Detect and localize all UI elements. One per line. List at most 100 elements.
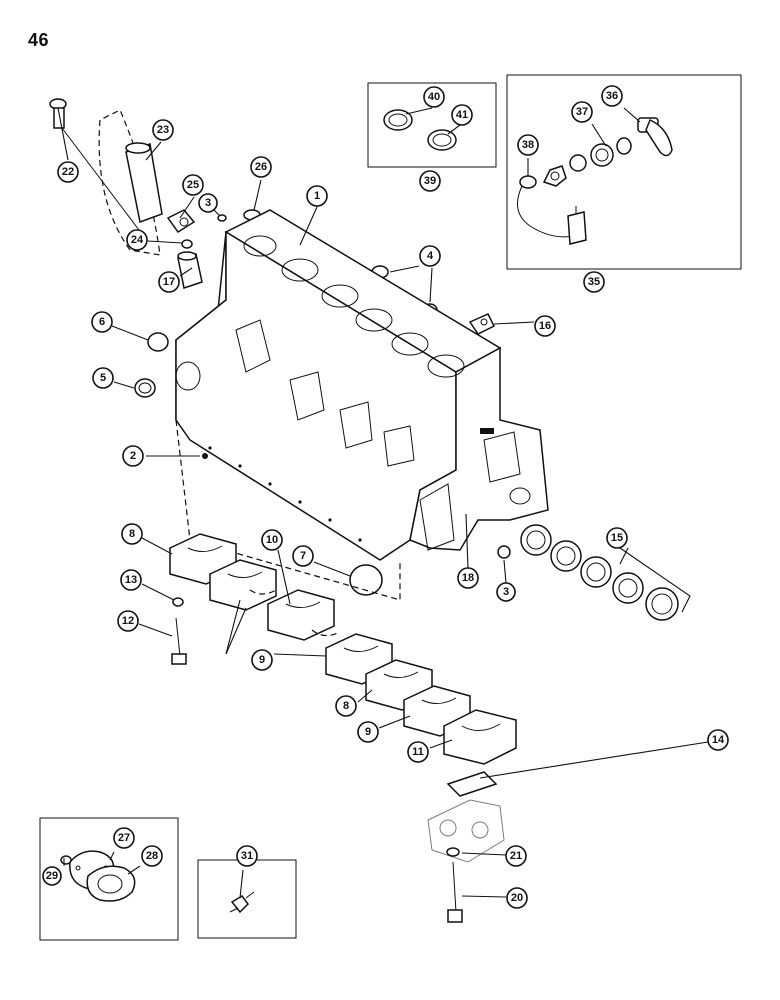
svg-text:38: 38 [522, 139, 534, 151]
callout-9-upper: 9 [251, 649, 273, 671]
callout-2: 2 [122, 445, 144, 467]
svg-text:6: 6 [99, 316, 105, 328]
tube-17 [177, 251, 203, 289]
lock-plate-14 [446, 771, 498, 797]
callout-40: 40 [423, 86, 445, 108]
plug-3-lower [497, 545, 511, 559]
bolt-20 [447, 861, 463, 923]
svg-text:23: 23 [157, 124, 169, 136]
thrust-washer-lower [311, 629, 341, 637]
plug-3-upper [217, 214, 227, 222]
callout-41: 41 [451, 104, 473, 126]
bearing-cap-10 [267, 589, 335, 641]
bearing-cap-11 [443, 709, 517, 765]
callout-38: 38 [517, 134, 539, 156]
callout-27: 27 [113, 827, 135, 849]
fitting-16 [468, 313, 496, 335]
svg-text:21: 21 [510, 850, 522, 862]
svg-text:16: 16 [539, 320, 551, 332]
dipstick-tube-23 [125, 142, 163, 224]
svg-text:8: 8 [129, 528, 135, 540]
svg-text:26: 26 [255, 161, 267, 173]
gasket-28 [86, 865, 136, 902]
callout-22: 22 [57, 161, 79, 183]
expansion-plug-5 [134, 378, 156, 398]
callout-15: 15 [606, 527, 628, 549]
callout-12: 12 [117, 610, 139, 632]
inset-box-27-29 [39, 817, 179, 941]
callout-24: 24 [126, 229, 148, 251]
svg-text:28: 28 [146, 850, 158, 862]
callout-21: 21 [505, 845, 527, 867]
svg-text:35: 35 [588, 276, 600, 288]
dowel-2 [202, 453, 208, 459]
callout-3-upper: 3 [198, 193, 218, 213]
cam-bushings-15 [520, 524, 679, 621]
callout-9-lower: 9 [357, 721, 379, 743]
svg-text:1: 1 [314, 190, 320, 202]
svg-text:12: 12 [122, 615, 134, 627]
expansion-plug-6 [147, 332, 169, 352]
callout-4: 4 [419, 245, 441, 267]
heater-cord-38 [517, 175, 587, 245]
svg-text:17: 17 [163, 276, 175, 288]
bearing-cap-9-upper [209, 559, 277, 611]
callout-36: 36 [601, 85, 623, 107]
callout-10: 10 [261, 529, 283, 551]
page-number: 46 [28, 30, 50, 50]
heater-element-36 [637, 117, 673, 157]
callout-29: 29 [42, 866, 62, 886]
callout-25: 25 [182, 174, 204, 196]
callout-17: 17 [158, 271, 180, 293]
svg-text:27: 27 [118, 832, 130, 844]
callout-39: 39 [419, 170, 441, 192]
svg-text:7: 7 [300, 550, 306, 562]
callout-26: 26 [250, 156, 272, 178]
callout-1: 1 [306, 185, 328, 207]
inset-box-39 [367, 82, 497, 168]
svg-text:41: 41 [456, 109, 468, 121]
thrust-washer-upper [249, 589, 277, 595]
svg-text:29: 29 [46, 870, 58, 882]
cylinder-block-1 [175, 209, 549, 561]
svg-text:9: 9 [259, 654, 265, 666]
callout-18: 18 [457, 567, 479, 589]
svg-text:18: 18 [462, 572, 474, 584]
callout-3-lower: 3 [496, 582, 516, 602]
callout-14: 14 [707, 729, 729, 751]
svg-text:5: 5 [100, 372, 106, 384]
callout-11: 11 [407, 741, 429, 763]
callout-6: 6 [91, 311, 113, 333]
leader-lines [57, 107, 709, 899]
svg-text:40: 40 [428, 91, 440, 103]
washer-21 [446, 847, 460, 857]
inset-box-35 [506, 74, 742, 270]
svg-text:3: 3 [503, 586, 509, 598]
bolt-12 [171, 617, 187, 665]
oil-pan-outline [175, 419, 401, 601]
washer-13 [172, 597, 184, 607]
plug-29 [60, 855, 72, 865]
svg-text:13: 13 [125, 574, 137, 586]
callout-8-lower: 8 [335, 695, 357, 717]
svg-text:10: 10 [266, 534, 278, 546]
heater-fittings [542, 154, 587, 187]
svg-text:22: 22 [62, 166, 74, 178]
svg-text:20: 20 [511, 892, 523, 904]
svg-text:24: 24 [131, 234, 144, 246]
callout-5: 5 [92, 367, 114, 389]
o-ring-24 [181, 239, 193, 249]
sensor-31 [229, 891, 255, 914]
svg-text:8: 8 [343, 700, 349, 712]
callout-28: 28 [141, 845, 163, 867]
callout-20: 20 [506, 887, 528, 909]
seal-ring-40 [383, 109, 413, 131]
callout-35: 35 [583, 271, 605, 293]
oil-pump-ghost [427, 799, 505, 863]
callout-16: 16 [534, 315, 556, 337]
svg-text:36: 36 [606, 90, 618, 102]
svg-text:11: 11 [412, 746, 424, 758]
clamp-25 [166, 209, 196, 234]
svg-text:9: 9 [365, 726, 371, 738]
